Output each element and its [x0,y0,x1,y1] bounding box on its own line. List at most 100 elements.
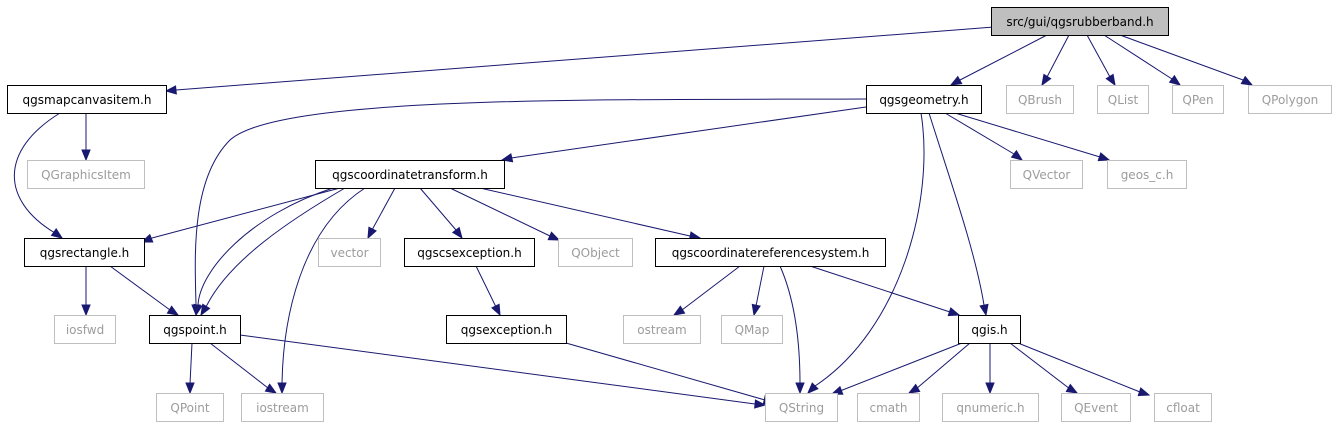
edge-connector-qgsmapcanvasitem-to-qgsrectangle [53,231,56,234]
edge-qgscoordinatereferencesystem-to-qgis [809,265,951,313]
svg-text:QString: QString [779,401,824,415]
node-qgscoordinatetransform[interactable]: qgscoordinatetransform.h [315,160,505,189]
edge-connector-qgis-to-qevent [1068,387,1071,390]
arrowhead-qgspoint-to-iostream [264,383,278,394]
svg-text:QVector: QVector [1023,168,1071,182]
arrowhead-qgis-to-cmath [907,383,921,394]
node-qmap: QMap [721,315,783,344]
node-qpoint: QPoint [156,393,224,422]
arrowhead-root-to-qgsmapcanvasitem [164,85,177,95]
edge-root-to-qpolygon [1119,34,1244,81]
edge-connector-qgis-to-qstring [839,390,842,392]
node-qgsgeometry[interactable]: qgsgeometry.h [866,85,982,114]
svg-text:qgscoordinatereferencesystem.h: qgscoordinatereferencesystem.h [672,246,870,260]
edge-qgscoordinatereferencesystem-to-qstring [779,265,801,385]
node-qgsmapcanvasitem[interactable]: qgsmapcanvasitem.h [7,85,167,114]
edge-qgscoordinatetransform-to-iostream [281,187,366,385]
svg-text:QGraphicsItem: QGraphicsItem [41,168,131,182]
node-iosfwd: iosfwd [54,315,116,344]
svg-text:cmath: cmath [870,401,908,415]
svg-text:iosfwd: iosfwd [66,323,104,337]
edge-root-to-qbrush [1046,34,1070,78]
arrowhead-qgis-to-qevent [1065,383,1079,394]
edge-qgsgeometry-to-qgscoordinatetransform [510,106,867,159]
graph-edges [13,26,1254,409]
svg-text:qnumeric.h: qnumeric.h [956,401,1024,415]
node-qgscoordinatereferencesystem[interactable]: qgscoordinatereferencesystem.h [655,238,886,267]
edge-root-to-qpen [1103,34,1173,80]
edge-root-to-qlist [1086,34,1111,78]
node-qgscsexception[interactable]: qgscsexception.h [404,238,535,267]
arrowhead-qgsrectangle-to-iosfwd [81,304,91,317]
edge-qgis-to-qevent [1009,342,1071,390]
svg-text:qgscsexception.h: qgscsexception.h [417,246,521,260]
edge-qgscoordinatereferencesystem-to-ostream [681,265,741,311]
arrowhead-qgscoordinatetransform-to-qgscsexception [451,226,463,240]
edge-qgsexception-to-qstring [565,342,766,401]
svg-text:QBrush: QBrush [1018,93,1062,107]
edge-connector-qgscoordinatetransform-to-qgspoint [205,304,208,307]
node-qvector: QVector [1010,160,1083,189]
edge-qgis-to-qstring [839,342,963,392]
arrowhead-qgscoordinatereferencesystem-to-ostream [672,305,686,316]
node-geos-c: geos_c.h [1107,160,1187,189]
edge-qgspoint-to-qstring [239,334,756,405]
node-qpen: QPen [1172,85,1224,114]
svg-text:QPolygon: QPolygon [1262,93,1319,107]
edge-qgscoordinatetransform-to-vector [371,187,396,231]
arrowhead-root-to-qgsgeometry [949,75,963,86]
svg-text:qgsexception.h: qgsexception.h [461,323,553,337]
node-qgspoint[interactable]: qgspoint.h [149,315,241,344]
svg-text:QPen: QPen [1182,93,1213,107]
node-qobject: QObject [558,238,633,267]
graph-nodes: src/gui/qgsrubberband.h qgsmapcanvasitem… [7,7,1332,422]
node-qgsrubberband[interactable]: src/gui/qgsrubberband.h [991,7,1169,36]
node-qgis[interactable]: qgis.h [958,315,1021,344]
edge-qgis-to-cmath [915,342,971,390]
edge-qgspoint-to-qpoint [189,342,193,385]
svg-text:qgis.h: qgis.h [971,323,1007,337]
edge-qgscoordinatetransform-to-qgspoint-2 [197,187,334,306]
arrowhead-qgsmapcanvasitem-to-qgsrectangle [50,228,64,239]
arrowhead-root-to-qbrush [1041,73,1052,87]
node-qbrush: QBrush [1006,85,1074,114]
node-qgsexception[interactable]: qgsexception.h [446,315,567,344]
node-vector: vector [318,238,381,267]
node-qevent: QEvent [1061,393,1131,422]
edge-qgsgeometry-to-qgspoint [194,98,867,306]
svg-text:qgsrectangle.h: qgsrectangle.h [40,246,130,260]
arrowhead-qgscoordinatereferencesystem-to-qstring [795,382,805,395]
svg-text:qgsmapcanvasitem.h: qgsmapcanvasitem.h [23,93,152,107]
svg-text:vector: vector [330,246,368,260]
svg-text:qgspoint.h: qgspoint.h [163,323,227,337]
node-qstring: QString [765,393,838,422]
edge-qgis-to-cfloat [1017,342,1141,393]
svg-text:qgsgeometry.h: qgsgeometry.h [879,93,968,107]
node-qgraphicsitem: QGraphicsItem [27,160,145,189]
arrowhead-qgsgeometry-to-qgis [979,303,989,317]
node-qgsrectangle[interactable]: qgsrectangle.h [24,238,145,267]
edge-qgscoordinatereferencesystem-to-qmap [755,265,765,307]
node-qnumeric: qnumeric.h [942,393,1039,422]
edge-qgscoordinatetransform-to-qgspoint [206,187,346,306]
arrowhead-root-to-qpen [1168,74,1182,86]
edge-qgsgeometry-to-qvector [944,112,1015,155]
edge-qgscoordinatetransform-to-qgscoordinatereferencesystem [479,187,691,237]
arrowhead-qgsrectangle-to-qgspoint [166,305,180,316]
arrowhead-qgis-to-qnumeric [985,382,995,395]
arrowhead-qgsmapcanvasitem-to-qgraphicsitem [81,149,91,162]
edge-qgsgeometry-to-geos_c [954,112,1101,158]
edge-qgscsexception-to-qgsexception [475,265,497,308]
node-qpolygon: QPolygon [1248,85,1332,114]
edge-qgsrectangle-to-qgspoint [109,265,171,311]
svg-text:QList: QList [1108,93,1139,107]
node-cfloat: cfloat [1154,393,1212,422]
edge-root-to-qgsmapcanvasitem [175,26,995,91]
node-qlist: QList [1097,85,1149,114]
arrowhead-qgspoint-to-qpoint [185,382,195,395]
arrowhead-root-to-qpolygon [1240,75,1254,86]
edge-qgscoordinatetransform-to-qobject [449,187,551,237]
arrowhead-qgscoordinatetransform-to-iostream [277,382,287,395]
edge-qgsgeometry-to-qgis [928,112,985,306]
edge-qgspoint-to-iostream [209,342,269,389]
